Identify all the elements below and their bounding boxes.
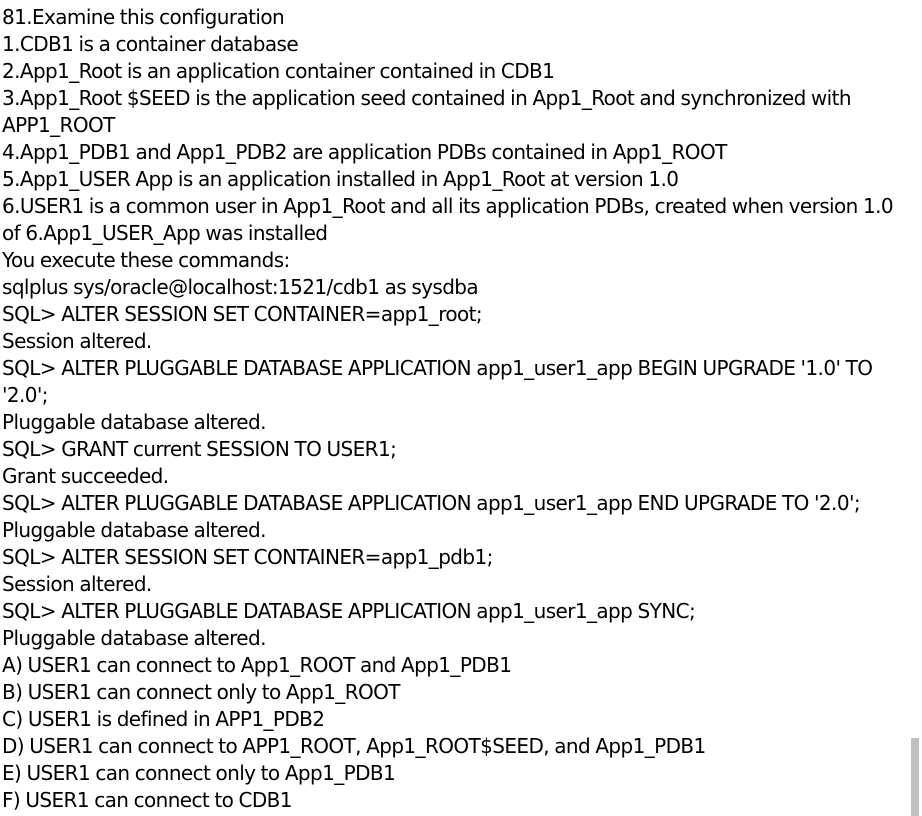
command-line: '2.0'; [2,383,49,407]
command-line: SQL> ALTER SESSION SET CONTAINER=app1_pd… [2,545,493,569]
scrollbar-thumb[interactable] [911,738,919,816]
answer-option-d: D) USER1 can connect to APP1_ROOT, App1_… [2,734,706,758]
config-item: 3.App1_Root $SEED is the application see… [2,86,852,110]
answer-option-a: A) USER1 can connect to App1_ROOT and Ap… [2,653,512,677]
command-output: Pluggable database altered. [2,626,266,650]
question-heading: 81.Examine this configuration [2,5,285,29]
answer-option-c: C) USER1 is defined in APP1_PDB2 [2,707,325,731]
vertical-scrollbar[interactable] [908,0,922,816]
command-output: Session altered. [2,329,152,353]
command-output: Pluggable database altered. [2,410,266,434]
command-line: sqlplus sys/oracle@localhost:1521/cdb1 a… [2,275,479,299]
command-output: Session altered. [2,572,152,596]
config-item: 2.App1_Root is an application container … [2,59,555,83]
command-line: SQL> ALTER SESSION SET CONTAINER=app1_ro… [2,302,483,326]
answer-option-f: F) USER1 can connect to CDB1 [2,788,293,812]
config-item: 6.USER1 is a common user in App1_Root an… [2,194,894,218]
question-text: 81.Examine this configuration 1.CDB1 is … [2,4,908,814]
command-line: SQL> ALTER PLUGGABLE DATABASE APPLICATIO… [2,599,696,623]
config-item: 4.App1_PDB1 and App1_PDB2 are applicatio… [2,140,727,164]
config-item: 1.CDB1 is a container database [2,32,299,56]
command-output: Grant succeeded. [2,464,169,488]
answer-option-b: B) USER1 can connect only to App1_ROOT [2,680,401,704]
config-item: of 6.App1_USER_App was installed [2,221,328,245]
config-item: 5.App1_USER App is an application instal… [2,167,679,191]
config-item: APP1_ROOT [2,113,115,137]
command-output: Pluggable database altered. [2,518,266,542]
command-line: SQL> ALTER PLUGGABLE DATABASE APPLICATIO… [2,491,861,515]
commands-intro: You execute these commands: [2,248,290,272]
answer-option-e: E) USER1 can connect only to App1_PDB1 [2,761,396,785]
command-line: SQL> ALTER PLUGGABLE DATABASE APPLICATIO… [2,356,873,380]
command-line: SQL> GRANT current SESSION TO USER1; [2,437,397,461]
